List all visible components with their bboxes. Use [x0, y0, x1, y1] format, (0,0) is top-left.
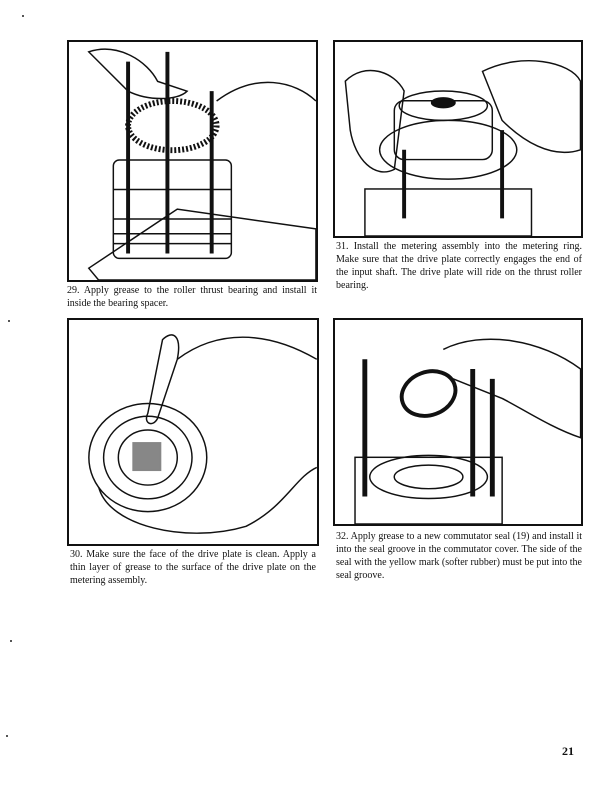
- figure-29-illustration: [67, 40, 318, 282]
- figure-32-caption: 32. Apply grease to a new commutator sea…: [336, 531, 582, 581]
- scan-speck: [10, 640, 12, 642]
- scan-speck: [22, 15, 24, 17]
- figure-31-illustration: [333, 40, 583, 238]
- page-number: 21: [562, 744, 574, 758]
- scan-speck: [6, 735, 8, 737]
- figure-30-caption: 30. Make sure the face of the drive plat…: [70, 549, 316, 586]
- figure-32-illustration: [333, 318, 583, 526]
- scan-speck: [8, 320, 10, 322]
- figure-29-caption: 29. Apply grease to the roller thrust be…: [67, 285, 317, 309]
- figure-30-illustration: [67, 318, 319, 546]
- figure-31-caption: 31. Install the metering assembly into t…: [336, 241, 582, 291]
